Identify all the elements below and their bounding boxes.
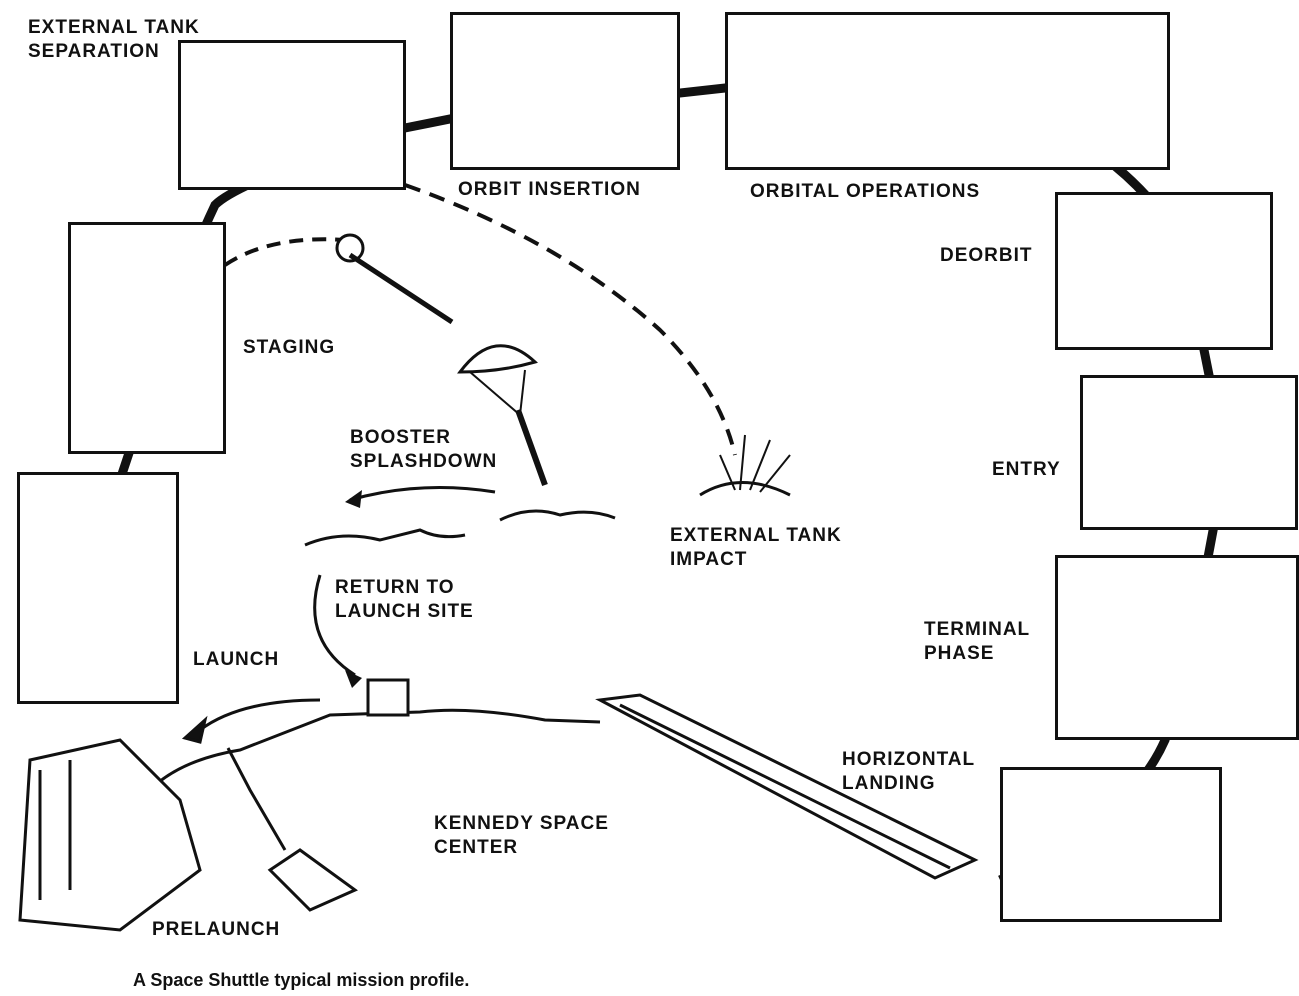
label-orbit-insertion: ORBIT INSERTION <box>458 178 641 202</box>
panel-horizontal-landing <box>1000 767 1222 922</box>
booster-splash-waves <box>500 511 615 520</box>
label-prelaunch: PRELAUNCH <box>152 918 280 942</box>
panel-launch <box>17 472 179 704</box>
kennedy-ground <box>20 680 975 930</box>
panel-orbit-insertion <box>450 12 680 170</box>
mission-path-line <box>120 88 1215 880</box>
label-orbital-operations: ORBITAL OPERATIONS <box>750 180 980 204</box>
return-arrow-top <box>350 488 495 501</box>
label-return-to-launch-site: RETURN TO LAUNCH SITE <box>335 576 474 624</box>
panel-staging <box>68 222 226 454</box>
label-deorbit: DEORBIT <box>940 244 1033 268</box>
et-trajectory <box>405 185 735 455</box>
label-horizontal-landing: HORIZONTAL LANDING <box>842 748 975 796</box>
recovery-ships <box>305 530 465 545</box>
label-kennedy-space-center: KENNEDY SPACE CENTER <box>434 812 609 860</box>
label-et-separation: EXTERNAL TANK SEPARATION <box>28 16 200 64</box>
label-et-impact: EXTERNAL TANK IMPACT <box>670 524 842 572</box>
panel-orbital-operations <box>725 12 1170 170</box>
et-impact-splash <box>700 435 790 495</box>
figure-caption: A Space Shuttle typical mission profile. <box>133 970 469 991</box>
panel-terminal-phase <box>1055 555 1299 740</box>
panel-deorbit <box>1055 192 1273 350</box>
panel-et-separation <box>178 40 406 190</box>
label-entry: ENTRY <box>992 458 1061 482</box>
label-launch: LAUNCH <box>193 648 279 672</box>
panel-entry <box>1080 375 1298 530</box>
label-booster-splashdown: BOOSTER SPLASHDOWN <box>350 426 497 474</box>
label-staging: STAGING <box>243 336 335 360</box>
label-terminal-phase: TERMINAL PHASE <box>924 618 1030 666</box>
booster-parachute-small <box>337 235 452 322</box>
booster-trajectory <box>225 239 345 265</box>
